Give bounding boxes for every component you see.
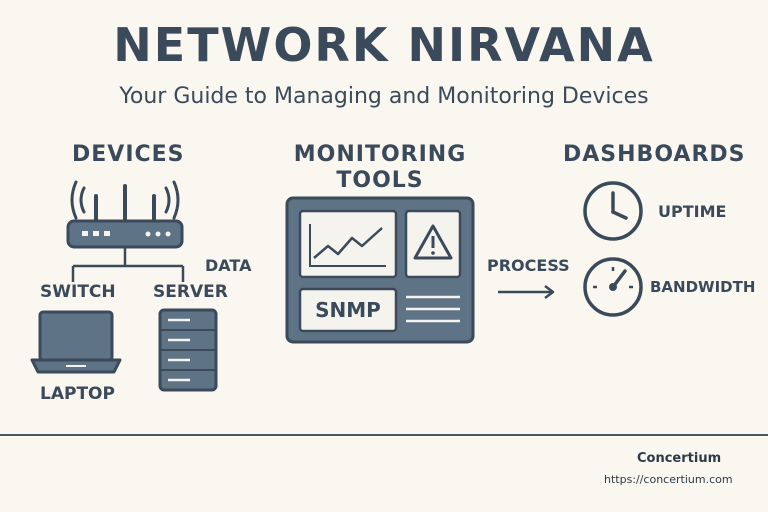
devices-heading: DEVICES [72,142,185,167]
arrow-right-icon [498,285,555,299]
uptime-label: UPTIME [658,202,727,221]
clock-icon [583,181,643,241]
switch-label: SWITCH [40,282,116,302]
device-connector-lines [71,247,185,282]
line-chart-icon [309,224,386,267]
process-label: PROCESS [487,256,570,275]
page-subtitle: Your Guide to Managing and Monitoring De… [119,84,649,109]
warning-icon [413,224,453,260]
router-icon [66,180,184,249]
snmp-label: SNMP [315,298,381,322]
footer-url[interactable]: https://concertium.com [604,473,733,486]
monitoring-heading-line2: TOOLS [336,168,424,193]
data-label: DATA [205,256,252,275]
footer-brand: Concertium [637,451,722,466]
monitoring-heading-line1: MONITORING [293,142,467,167]
laptop-icon [30,310,122,374]
server-icon [158,308,218,392]
dashboards-heading: DASHBOARDS [563,142,746,167]
laptop-label: LAPTOP [40,384,115,404]
page-title: NETWORK NIRVANA [113,18,655,72]
gauge-icon [583,257,643,317]
bandwidth-label: BANDWIDTH [650,278,756,296]
footer-divider [0,434,768,436]
monitor-panel-icon [285,196,475,344]
server-label: SERVER [153,282,228,302]
